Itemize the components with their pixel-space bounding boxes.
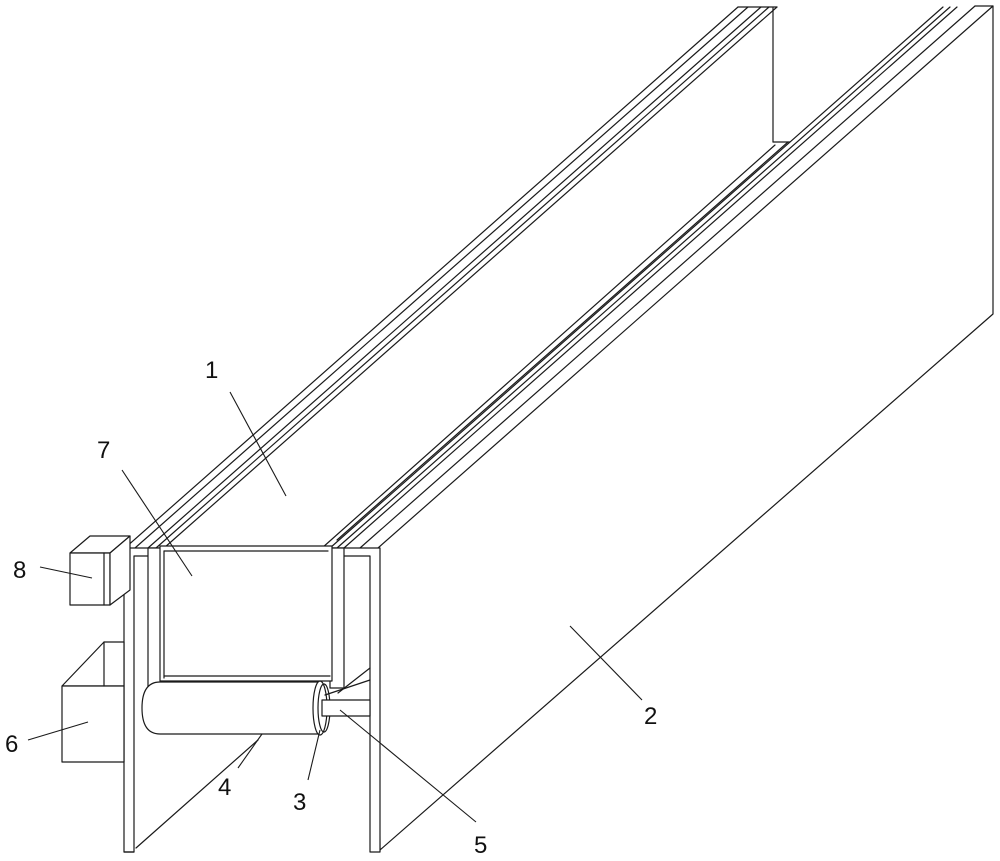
roller-4 <box>141 675 331 735</box>
left-rails <box>124 6 778 549</box>
leader-lines <box>27 391 643 823</box>
label-6: 6 <box>5 731 18 758</box>
label-4: 4 <box>218 774 231 801</box>
right-rails <box>321 6 958 549</box>
motor-box-6 <box>61 641 125 763</box>
block-8 <box>69 535 131 606</box>
label-5: 5 <box>474 832 487 859</box>
label-3: 3 <box>293 789 306 816</box>
sliding-block-7 <box>159 545 333 682</box>
left-wall <box>135 739 259 849</box>
shaft-5 <box>321 667 371 717</box>
back-end-wall <box>772 7 791 143</box>
label-2: 2 <box>644 703 657 730</box>
label-8: 8 <box>13 557 26 584</box>
bearing-3 <box>312 680 331 736</box>
side-wall-2 <box>359 5 994 851</box>
label-1: 1 <box>205 357 218 384</box>
label-7: 7 <box>97 437 110 464</box>
reference-labels: 1 2 3 4 5 6 7 8 <box>5 357 657 859</box>
